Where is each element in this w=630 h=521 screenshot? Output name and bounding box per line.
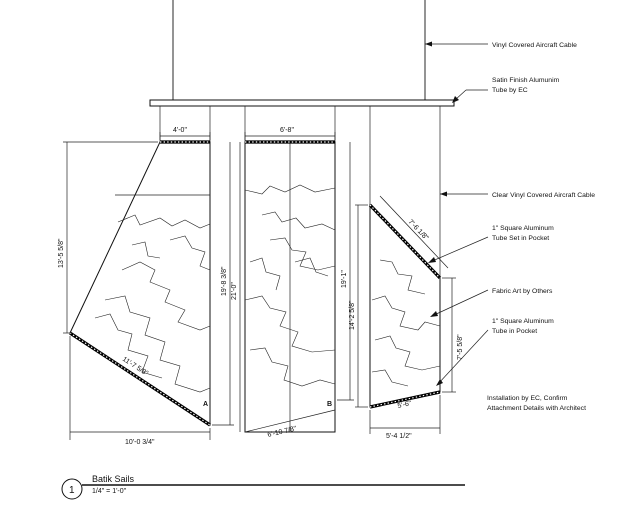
dim-b-right: 19'-1": [341, 270, 348, 288]
notes: Vinyl Covered Aircraft Cable Satin Finis…: [487, 42, 595, 412]
hanging-cables: [159, 106, 441, 278]
note-install-line2: Attachment Details with Architect: [487, 405, 586, 412]
note-cable-clear: Clear Vinyl Covered Aircraft Cable: [492, 192, 595, 199]
title-block: 1 Batik Sails 1/4" = 1'-0": [61, 474, 465, 500]
sail-c-outline: [369, 203, 441, 408]
sail-a-fabric-pattern: [94, 214, 211, 393]
sail-a-outline: [69, 141, 211, 426]
dim-c-bottom-diag: 5'-6": [397, 400, 413, 410]
dim-a-top: 4'-0": [173, 127, 187, 134]
sail-b-fabric-pattern: [244, 184, 336, 387]
sail-a: A: [69, 140, 211, 427]
dim-a-bottom: 10'-0 3/4": [125, 439, 155, 446]
top-aluminum-tube: [149, 99, 455, 107]
sail-b: B: [244, 140, 336, 433]
sail-b-tag: B: [327, 401, 332, 408]
dimension-lines: [63, 132, 456, 440]
note-tube-pocket-set-line1: 1" Square Aluminum: [492, 225, 554, 232]
note-tube-pocket-set-line2: Tube Set in Pocket: [492, 235, 549, 242]
sail-c: [368, 203, 442, 409]
note-tube-pocket-line2: Tube in Pocket: [492, 328, 537, 335]
dim-c-right: 7'-5 5/8": [457, 334, 464, 360]
dim-b-left: 21'-0": [231, 282, 238, 300]
note-cable-top: Vinyl Covered Aircraft Cable: [492, 42, 577, 49]
detail-number-circle: [61, 478, 83, 500]
dim-b-top: 6'-8": [280, 127, 294, 134]
title-scale: 1/4" = 1'-0": [92, 488, 127, 495]
note-tube-top-line2: Tube by EC: [492, 87, 528, 94]
note-tube-pocket-line1: 1" Square Aluminum: [492, 318, 554, 325]
sail-c-fabric-pattern: [371, 259, 441, 387]
note-leaders: [425, 41, 489, 386]
dimension-labels: 4'-0" 6'-8" 13'-5 5/8" 19'-8 3/8" 21'-0"…: [58, 127, 464, 446]
note-tube-top-line1: Satin Finish Alumunim: [492, 77, 560, 84]
dim-c-top-diag: 7'-6 1/8": [407, 219, 430, 243]
dim-c-left: 14'-2 5/8": [349, 300, 356, 330]
dim-b-bottom: 6'-10 7/8": [267, 425, 298, 439]
dim-a-left: 13'-5 5/8": [58, 238, 65, 268]
ceiling-cables: [172, 0, 426, 100]
note-fabric: Fabric Art by Others: [492, 288, 553, 295]
detail-number: 1: [69, 485, 75, 496]
sail-a-tag: A: [203, 401, 208, 408]
dim-c-bottom: 5'-4 1/2": [386, 433, 412, 440]
dim-a-right: 19'-8 3/8": [221, 266, 228, 296]
title-name: Batik Sails: [92, 474, 135, 484]
note-install-line1: Installation by EC, Confirm: [487, 395, 568, 402]
